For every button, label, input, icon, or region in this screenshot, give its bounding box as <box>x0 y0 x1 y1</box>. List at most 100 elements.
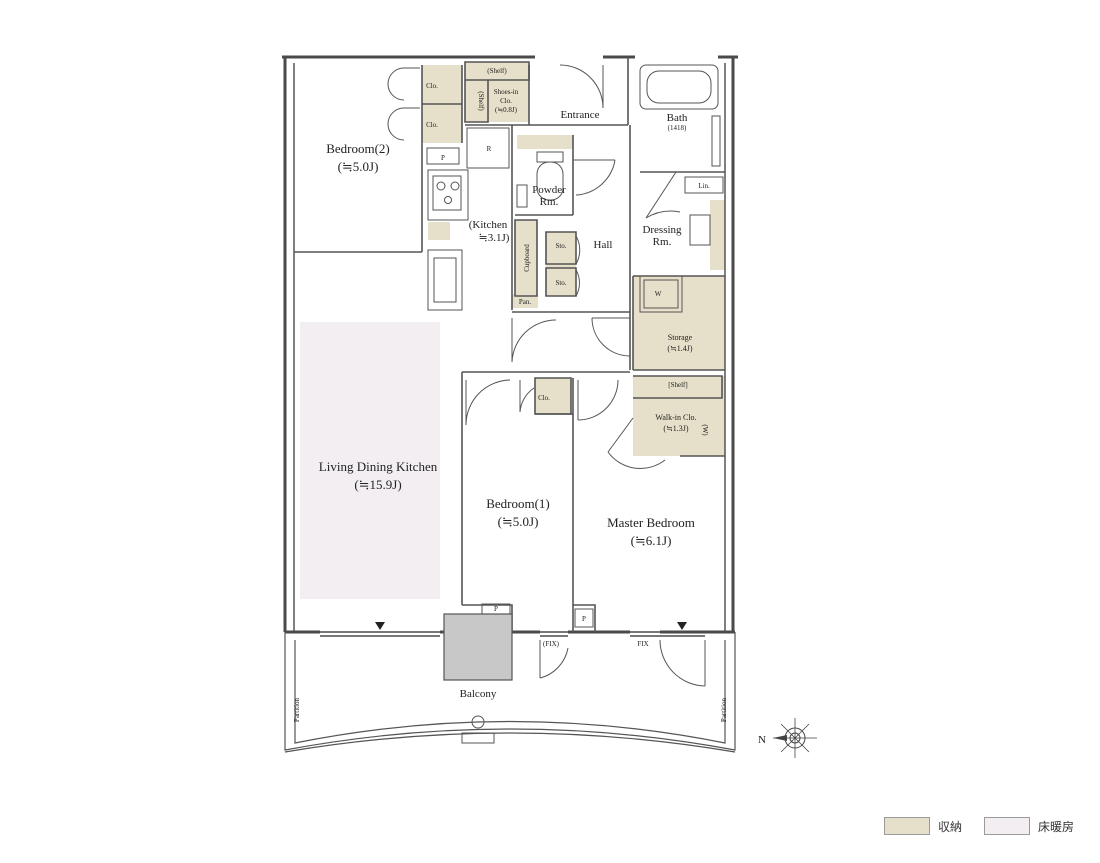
stove <box>427 169 469 221</box>
door-balcony-master <box>659 639 706 687</box>
wall-clo-b1 <box>534 377 572 415</box>
storage-room-fill <box>633 276 725 370</box>
clo-label-2: Clo. <box>426 121 438 129</box>
shoes-clo-label: Clo. <box>500 97 512 105</box>
sto-label-2: Sto. <box>555 279 566 287</box>
door-sto <box>575 235 581 297</box>
pantry-fill <box>512 294 538 308</box>
kitchen-counter-fill <box>428 222 450 240</box>
sto-label-1: Sto. <box>555 242 566 250</box>
fix-label: FIX <box>637 640 648 648</box>
cupboard-fill <box>515 220 537 296</box>
pan-label: Pan. <box>519 298 532 306</box>
bedroom1-closet-fill <box>535 378 571 414</box>
legend-swatch-floor-heating <box>984 817 1030 835</box>
ldk-name: Living Dining Kitchen <box>319 459 438 474</box>
shelf-label: (Shelf) <box>487 67 507 75</box>
shoes-closet-fill <box>465 62 529 122</box>
clo-label-1: Clo. <box>426 82 438 90</box>
washer <box>639 275 683 313</box>
storage-name: Storage <box>668 333 693 342</box>
burner-2 <box>450 181 460 191</box>
balcony-rail <box>284 732 736 753</box>
burner-3 <box>444 196 452 204</box>
washer-inner <box>643 279 679 309</box>
legend-swatch-storage <box>884 817 930 835</box>
master-name: Master Bedroom <box>607 515 695 530</box>
bedroom2-name: Bedroom(2) <box>326 141 390 156</box>
door-entrance <box>559 64 604 109</box>
p-label-master: P <box>582 615 586 623</box>
cupboard-label: Cupboard <box>523 244 531 272</box>
partition-label-left: Partition <box>293 697 301 722</box>
p-label-bedroom2: P <box>441 154 445 162</box>
window-master <box>630 631 705 637</box>
entry-arrow-right <box>677 622 687 630</box>
wall-shoes-clo <box>464 61 530 123</box>
shoes-area-label: (≒0.8J) <box>495 106 518 114</box>
stove-top <box>432 175 462 211</box>
powder-sink <box>516 184 528 208</box>
compass-north-label: N <box>758 734 766 746</box>
legend-label-floor-heating: 床暖房 <box>1038 819 1075 834</box>
shoes-in-label: Shoes-in <box>494 88 519 96</box>
dressing-name-2: Rm. <box>653 236 672 248</box>
p-label-bedroom1: P <box>494 605 498 613</box>
clo-label-bedroom1: Clo. <box>538 394 550 402</box>
walkin-shelf-label: [Shelf] <box>668 381 687 389</box>
powder-shelf-fill <box>517 135 573 149</box>
kitchen-sink-counter <box>427 249 463 311</box>
shelf-vertical-label: (Shelf) <box>477 91 485 111</box>
fix-paren-label: (FIX) <box>543 640 560 648</box>
fridge-label: R <box>487 145 492 153</box>
legend-item-storage: 収納 <box>884 817 962 835</box>
powder-name-2: Rm. <box>540 196 559 208</box>
storage-area: (≒1.4J) <box>667 344 692 353</box>
wall-cupboard <box>514 219 538 297</box>
hall-label: Hall <box>594 239 613 251</box>
legend-item-floor-heating: 床暖房 <box>984 817 1074 835</box>
kitchen-name: (Kitchen <box>469 219 508 231</box>
air-vent-unit <box>443 613 513 681</box>
dressing-name: Dressing <box>642 224 682 236</box>
bedroom1-area: (≒5.0J) <box>498 514 539 529</box>
door-walkin <box>607 417 666 469</box>
window-bedroom1 <box>540 631 568 637</box>
drain <box>471 715 485 729</box>
legend-label-storage: 収納 <box>938 819 963 834</box>
door-bedroom1 <box>465 379 511 426</box>
dressing-sink <box>689 214 711 246</box>
walkin-area: (≒1.3J) <box>663 424 688 433</box>
bedroom1-name: Bedroom(1) <box>486 496 550 511</box>
balcony-outline <box>284 632 736 751</box>
walkin-name: Walk-in Clo. <box>655 413 696 422</box>
toilet-tank <box>536 151 564 163</box>
wall-walkin-shelf <box>633 375 723 399</box>
drain-cover <box>461 732 495 744</box>
balcony-label: Balcony <box>460 688 497 700</box>
bath-shelf <box>711 115 721 167</box>
walkin-w-label: (W) <box>701 424 709 436</box>
door-bedroom2-closet <box>387 67 420 141</box>
washer-label: W <box>655 290 662 298</box>
balcony-inner-edge <box>294 640 726 744</box>
lin-box <box>684 176 724 194</box>
dressing-shelf-fill <box>710 200 725 270</box>
floor-heating-area <box>300 322 440 599</box>
door-hall-right <box>591 317 631 357</box>
entry-arrow-left <box>375 622 385 630</box>
lin-label: Lin. <box>698 182 710 190</box>
window-left <box>320 631 440 637</box>
master-area: (≒6.1J) <box>631 533 672 548</box>
p-box-master <box>574 608 594 628</box>
p-box-bedroom2 <box>426 147 460 165</box>
fridge <box>466 127 510 169</box>
door-balcony-bedroom1 <box>539 640 569 679</box>
bathtub-inner <box>646 70 712 104</box>
burner-1 <box>436 181 446 191</box>
kitchen-sink <box>433 257 457 303</box>
door-hall-left <box>511 318 557 363</box>
walkin-closet-fill <box>633 376 725 456</box>
entrance-label: Entrance <box>560 109 599 121</box>
